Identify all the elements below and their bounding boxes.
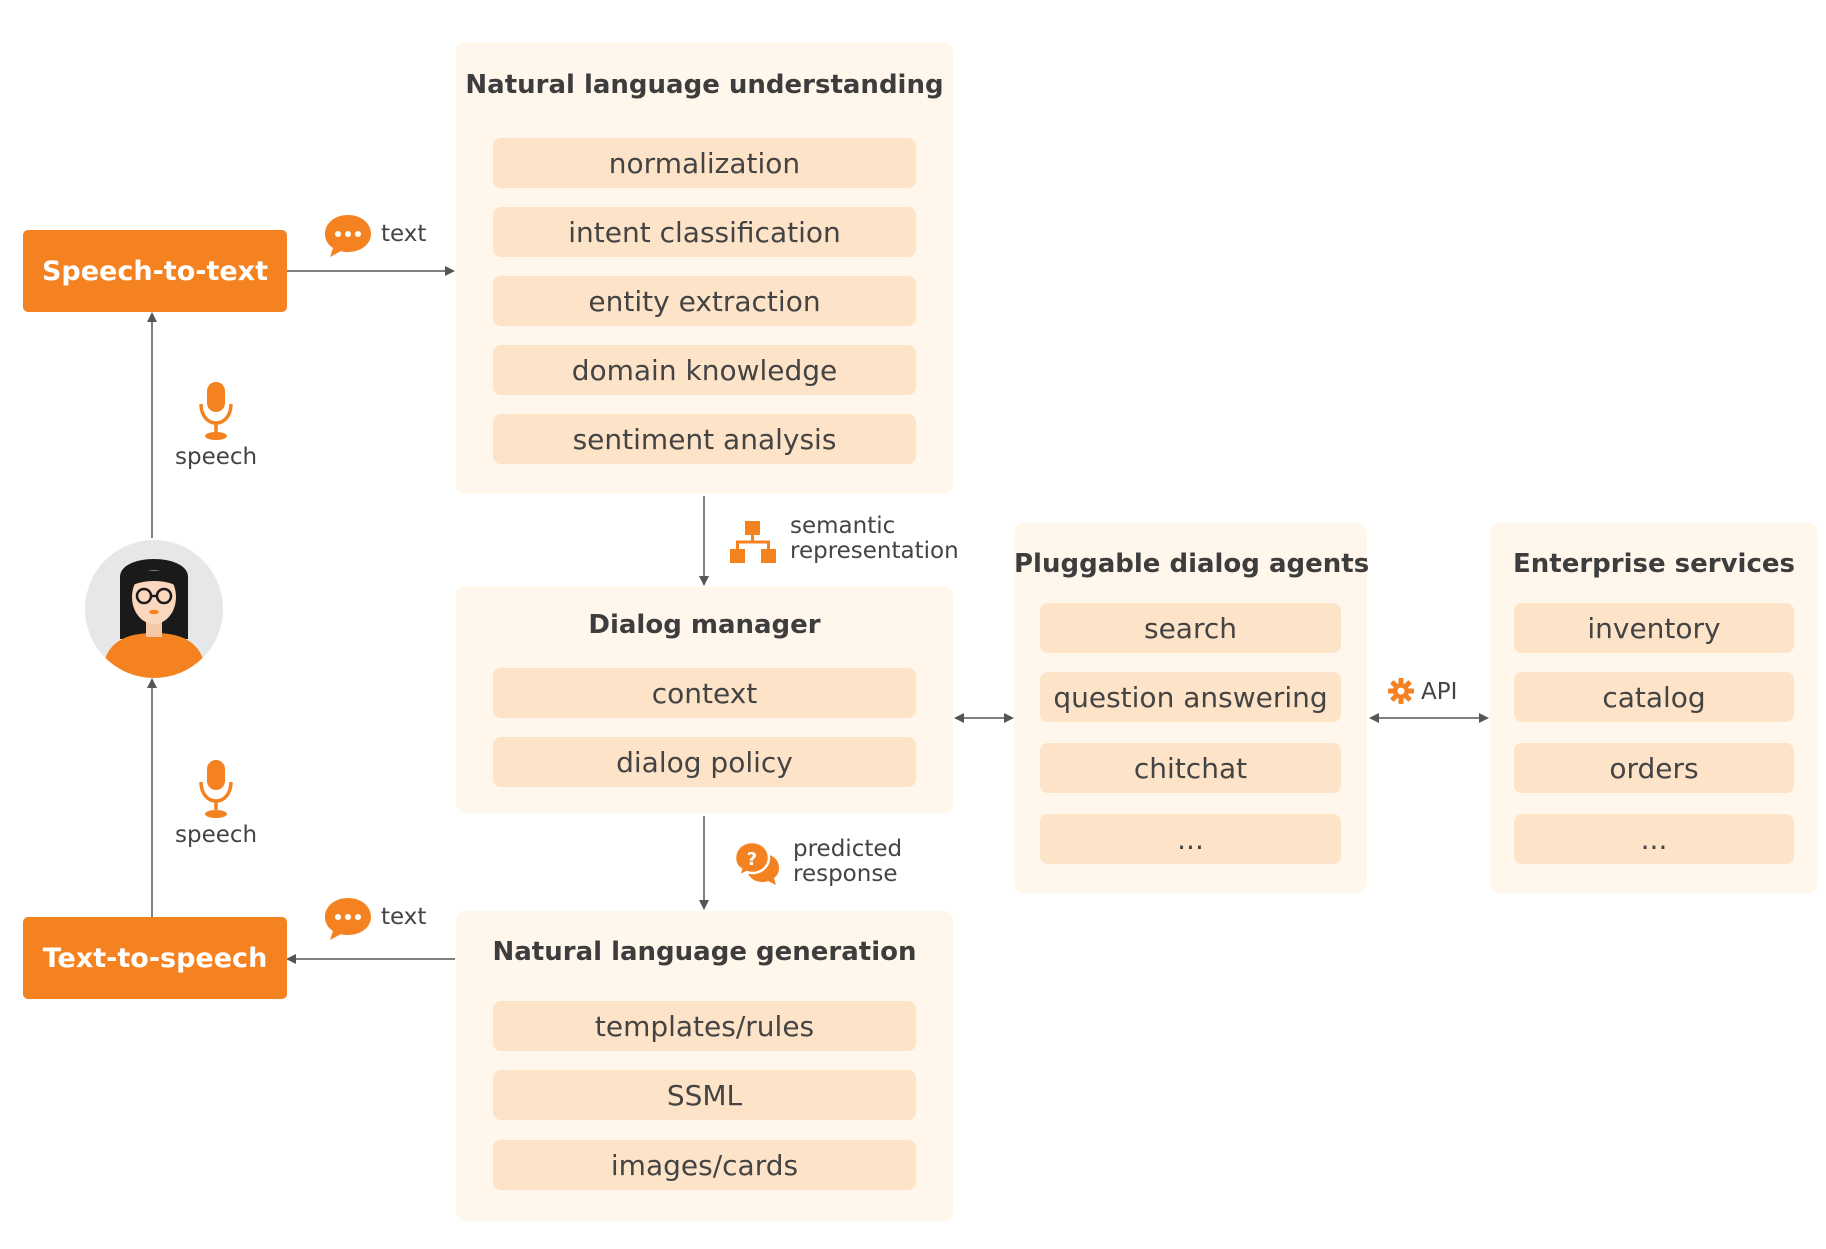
nlu-item-entity-extraction: entity extraction [493,276,916,326]
agent-item-question-answering: question answering [1040,672,1341,722]
predicted-label-line2: response [793,861,898,887]
dm-item-dialog-policy: dialog policy [493,737,916,787]
hierarchy-icon [730,521,776,563]
text-label-top: text [381,221,427,247]
semantic-label-line2: representation [790,538,959,564]
semantic-label-line1: semantic [790,513,896,539]
enterprise-item-more: ... [1514,814,1794,864]
api-label: API [1421,679,1458,705]
speech-to-text-box: Speech-to-text [23,230,287,312]
nlg-panel: Natural language generation templates/ru… [456,911,953,1221]
question-bubble-icon: ? [733,840,779,885]
enterprise-panel: Enterprise services inventory catalog or… [1490,523,1818,893]
text-label-bottom: text [381,904,427,930]
text-to-speech-box: Text-to-speech [23,917,287,999]
agent-item-more: ... [1040,814,1341,864]
nlu-item-normalization: normalization [493,138,916,188]
enterprise-item-inventory: inventory [1514,603,1794,653]
nlu-item-sentiment-analysis: sentiment analysis [493,414,916,464]
dialog-manager-panel: Dialog manager context dialog policy [456,586,953,813]
nlu-title: Natural language understanding [465,70,944,100]
svg-text:?: ? [747,849,757,870]
agents-panel: Pluggable dialog agents search question … [1014,523,1370,893]
user-avatar [85,540,223,678]
microphone-icon [199,760,233,818]
chat-bubble-icon [325,215,371,257]
predicted-label-line1: predicted [793,836,903,862]
agents-title: Pluggable dialog agents [1014,549,1370,579]
gear-icon [1388,678,1414,704]
speech-label-top: speech [175,444,258,470]
chat-bubble-icon [325,898,371,940]
nlu-panel: Natural language understanding normaliza… [456,42,953,494]
dialog-manager-title: Dialog manager [588,610,821,640]
text-to-speech-label: Text-to-speech [42,942,268,974]
nlu-item-intent-classification: intent classification [493,207,916,257]
speech-label-bottom: speech [175,822,258,848]
nlg-title: Natural language generation [492,937,917,967]
nlg-item-images-cards: images/cards [493,1140,916,1190]
agent-item-chitchat: chitchat [1040,743,1341,793]
nlg-item-templates-rules: templates/rules [493,1001,916,1051]
enterprise-title: Enterprise services [1513,549,1795,579]
microphone-icon [199,382,233,440]
enterprise-item-catalog: catalog [1514,672,1794,722]
dm-item-context: context [493,668,916,718]
nlu-item-domain-knowledge: domain knowledge [493,345,916,395]
agent-item-search: search [1040,603,1341,653]
nlg-item-ssml: SSML [493,1070,916,1120]
speech-to-text-label: Speech-to-text [41,255,269,287]
enterprise-item-orders: orders [1514,743,1794,793]
